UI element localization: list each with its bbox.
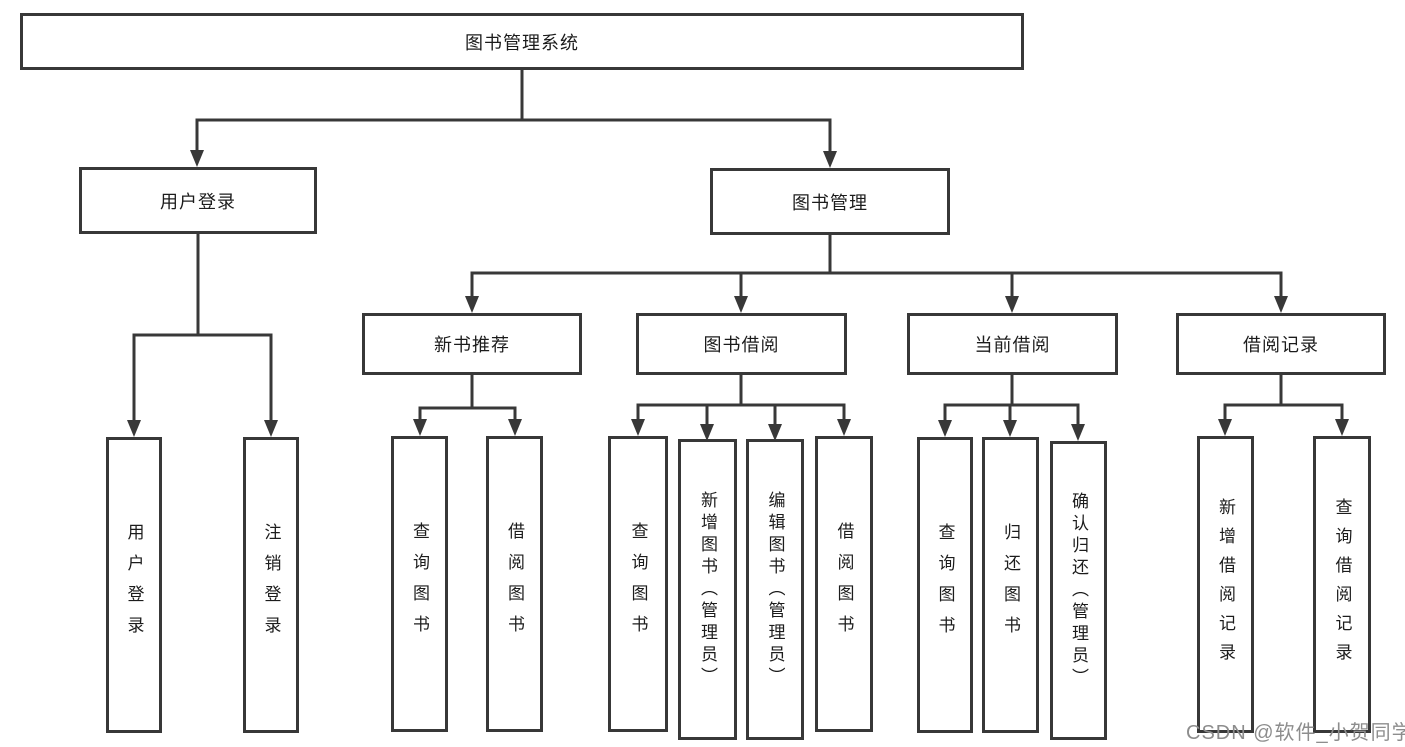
arrowhead: [413, 419, 427, 436]
leaf-label: 用户登录: [124, 523, 144, 647]
node-label: 当前借阅: [974, 335, 1051, 355]
arrowhead: [1274, 296, 1288, 313]
leaf-add-books-admin: 新增图书（管理员）: [678, 439, 737, 740]
leaf-label: 编辑图书（管理员）: [765, 490, 785, 689]
connector-bookmgmt-to-level3: [470, 235, 1283, 299]
leaf-label: 注销登录: [261, 523, 281, 647]
leaf-label: 归还图书: [1001, 523, 1020, 647]
leaf-edit-books-admin: 编辑图书（管理员）: [746, 439, 804, 740]
leaf-label: 查询借阅记录: [1332, 497, 1352, 672]
connector-records-to-leaves: [1223, 375, 1344, 422]
leaf-label: 确认归还（管理员）: [1069, 491, 1088, 690]
leaf-query-books-3: 查询图书: [917, 437, 973, 733]
leaf-label: 查询图书: [628, 522, 648, 646]
leaf-label: 新增图书（管理员）: [698, 490, 717, 689]
leaf-return-books: 归还图书: [982, 437, 1039, 733]
connector-root-to-level2: [195, 70, 832, 154]
node-library-system: 图书管理系统: [20, 13, 1024, 70]
arrowhead: [1218, 419, 1232, 436]
arrowhead: [508, 419, 522, 436]
node-label: 图书管理系统: [465, 32, 579, 53]
arrowhead: [631, 419, 645, 436]
node-user-login: 用户登录: [79, 167, 317, 234]
arrowhead: [1005, 296, 1019, 313]
arrowhead: [465, 296, 479, 313]
node-borrowing-records: 借阅记录: [1176, 313, 1386, 375]
csdn-watermark: CSDN @软件_小贺同学: [1186, 722, 1405, 744]
leaf-query-books-2: 查询图书: [608, 436, 668, 732]
arrowhead: [734, 296, 748, 313]
arrowhead: [837, 419, 851, 436]
node-label: 用户登录: [160, 191, 236, 212]
node-current-borrowing: 当前借阅: [907, 313, 1118, 375]
connector-bookborrow-to-leaves: [636, 375, 846, 427]
leaf-label: 查询图书: [935, 523, 955, 647]
leaf-query-borrow-record: 查询借阅记录: [1313, 436, 1371, 733]
arrowhead: [823, 151, 837, 168]
arrowhead: [938, 420, 952, 437]
leaf-label: 借阅图书: [834, 522, 854, 646]
leaf-logout: 注销登录: [243, 437, 299, 733]
node-book-borrowing: 图书借阅: [636, 313, 847, 375]
arrowhead: [1071, 424, 1085, 441]
arrowhead: [190, 150, 204, 167]
leaf-label: 新增借阅记录: [1216, 497, 1235, 672]
arrowhead: [1003, 420, 1017, 437]
arrowhead: [264, 420, 278, 437]
node-label: 借阅记录: [1243, 335, 1319, 355]
connector-current-to-leaves: [943, 375, 1080, 427]
leaf-user-login: 用户登录: [106, 437, 162, 733]
leaf-label: 借阅图书: [505, 522, 524, 646]
node-label: 图书管理: [792, 192, 868, 213]
arrowhead: [1335, 419, 1349, 436]
leaf-confirm-return-admin: 确认归还（管理员）: [1050, 441, 1107, 740]
leaf-query-books-1: 查询图书: [391, 436, 448, 732]
arrowhead: [127, 420, 141, 437]
node-label: 图书借阅: [703, 335, 780, 355]
connector-newbook-to-leaves: [418, 375, 517, 422]
node-new-book-recommend: 新书推荐: [362, 313, 582, 375]
node-book-management: 图书管理: [710, 168, 950, 235]
leaf-borrow-books-2: 借阅图书: [815, 436, 873, 732]
node-label: 新书推荐: [434, 335, 510, 355]
leaf-label: 查询图书: [410, 522, 429, 646]
leaf-add-borrow-record: 新增借阅记录: [1197, 436, 1254, 733]
connector-userlogin-to-leaves: [132, 234, 273, 423]
leaf-borrow-books-1: 借阅图书: [486, 436, 543, 732]
